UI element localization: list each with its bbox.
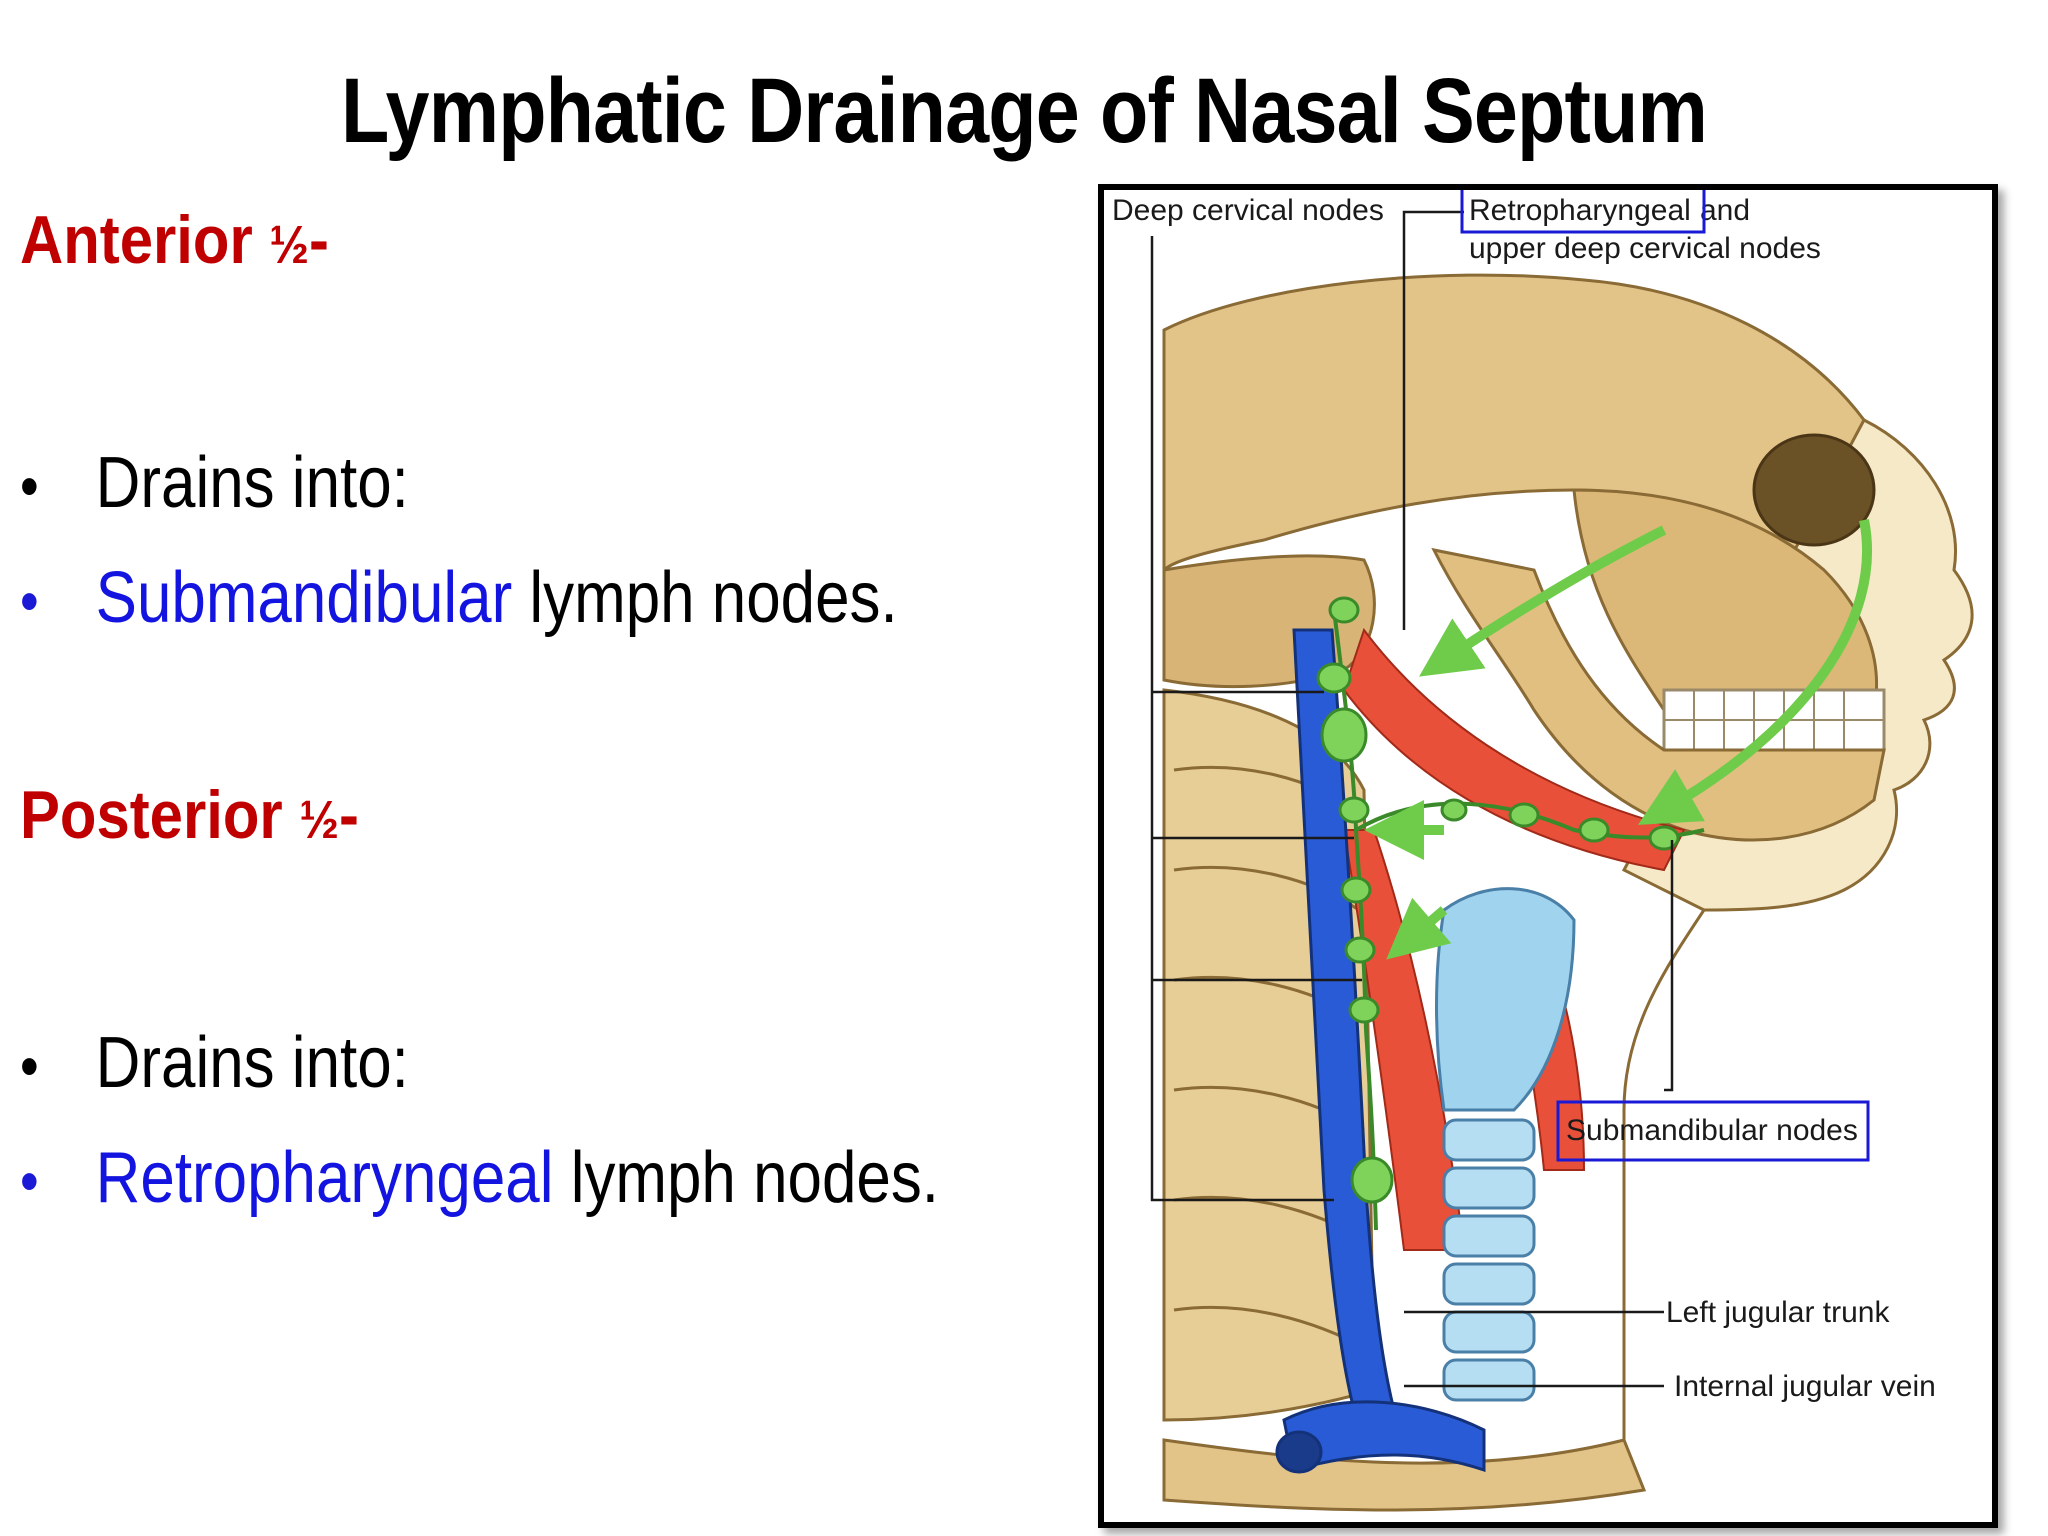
label-retropharyngeal: Retropharyngeal	[1469, 194, 1691, 227]
anterior-nodes-text: lymph nodes.	[512, 558, 898, 638]
orbit	[1752, 433, 1876, 547]
anterior-heading: Anterior ½-	[20, 200, 329, 285]
posterior-fraction: ½	[299, 790, 339, 850]
retropharyngeal-highlight: Retropharyngeal	[95, 1138, 554, 1218]
label-internal-jugular-vein: Internal jugular vein	[1674, 1370, 1936, 1403]
label-left-jugular-trunk: Left jugular trunk	[1666, 1296, 1890, 1329]
slide-title: Lymphatic Drainage of Nasal Septum	[341, 60, 1708, 162]
bullet-marker: •	[20, 1147, 39, 1216]
thyroid-cartilage	[1435, 887, 1576, 1112]
posterior-nodes-text: lymph nodes.	[553, 1138, 939, 1218]
bullet-marker: •	[20, 567, 39, 636]
anterior-bullet-drains: • Drains into:	[20, 440, 409, 530]
anterior-fraction: ½	[269, 215, 309, 275]
neck-lymphatics-illustration: Deep cervical nodes Retropharyngeal and …	[1112, 190, 1974, 1512]
anatomy-figure: Deep cervical nodes Retropharyngeal and …	[1098, 184, 1998, 1528]
anterior-drains-text: Drains into:	[95, 443, 409, 523]
retropharyngeal-highlight-box	[1460, 190, 1706, 234]
anterior-bullet-nodes: • Submandibular lymph nodes.	[20, 555, 898, 645]
posterior-drains-text: Drains into:	[95, 1023, 409, 1103]
posterior-bullet-drains: • Drains into:	[20, 1020, 409, 1110]
trachea	[1442, 1118, 1536, 1402]
label-deep-cervical-nodes: Deep cervical nodes	[1112, 194, 1384, 227]
maxilla	[1572, 488, 1879, 712]
lymph-nodes	[1316, 596, 1680, 1204]
anterior-heading-suffix: -	[308, 202, 329, 278]
label-retropharyngeal-and: and	[1700, 194, 1750, 227]
posterior-heading: Posterior ½-	[20, 775, 359, 860]
muscle-digastric	[1342, 627, 1686, 872]
submandibular-highlight-box	[1556, 1100, 1870, 1162]
bullet-marker: •	[20, 1032, 39, 1101]
leader-lines	[1150, 210, 1674, 1388]
neck-outline	[1622, 909, 1706, 1440]
mandible	[1431, 547, 1886, 842]
label-submandibular-nodes: Submandibular nodes	[1566, 1114, 1858, 1147]
posterior-bullet-nodes: • Retropharyngeal lymph nodes.	[20, 1135, 939, 1225]
drainage-arrows	[1364, 519, 1873, 960]
posterior-heading-text: Posterior	[20, 777, 300, 853]
bullet-marker: •	[20, 452, 39, 521]
posterior-heading-suffix: -	[338, 777, 359, 853]
submandibular-highlight: Submandibular	[95, 558, 513, 638]
subclavian-vein	[1282, 1400, 1486, 1473]
label-upper-deep-cervical-nodes: upper deep cervical nodes	[1469, 232, 1821, 265]
anterior-heading-text: Anterior	[20, 202, 270, 278]
